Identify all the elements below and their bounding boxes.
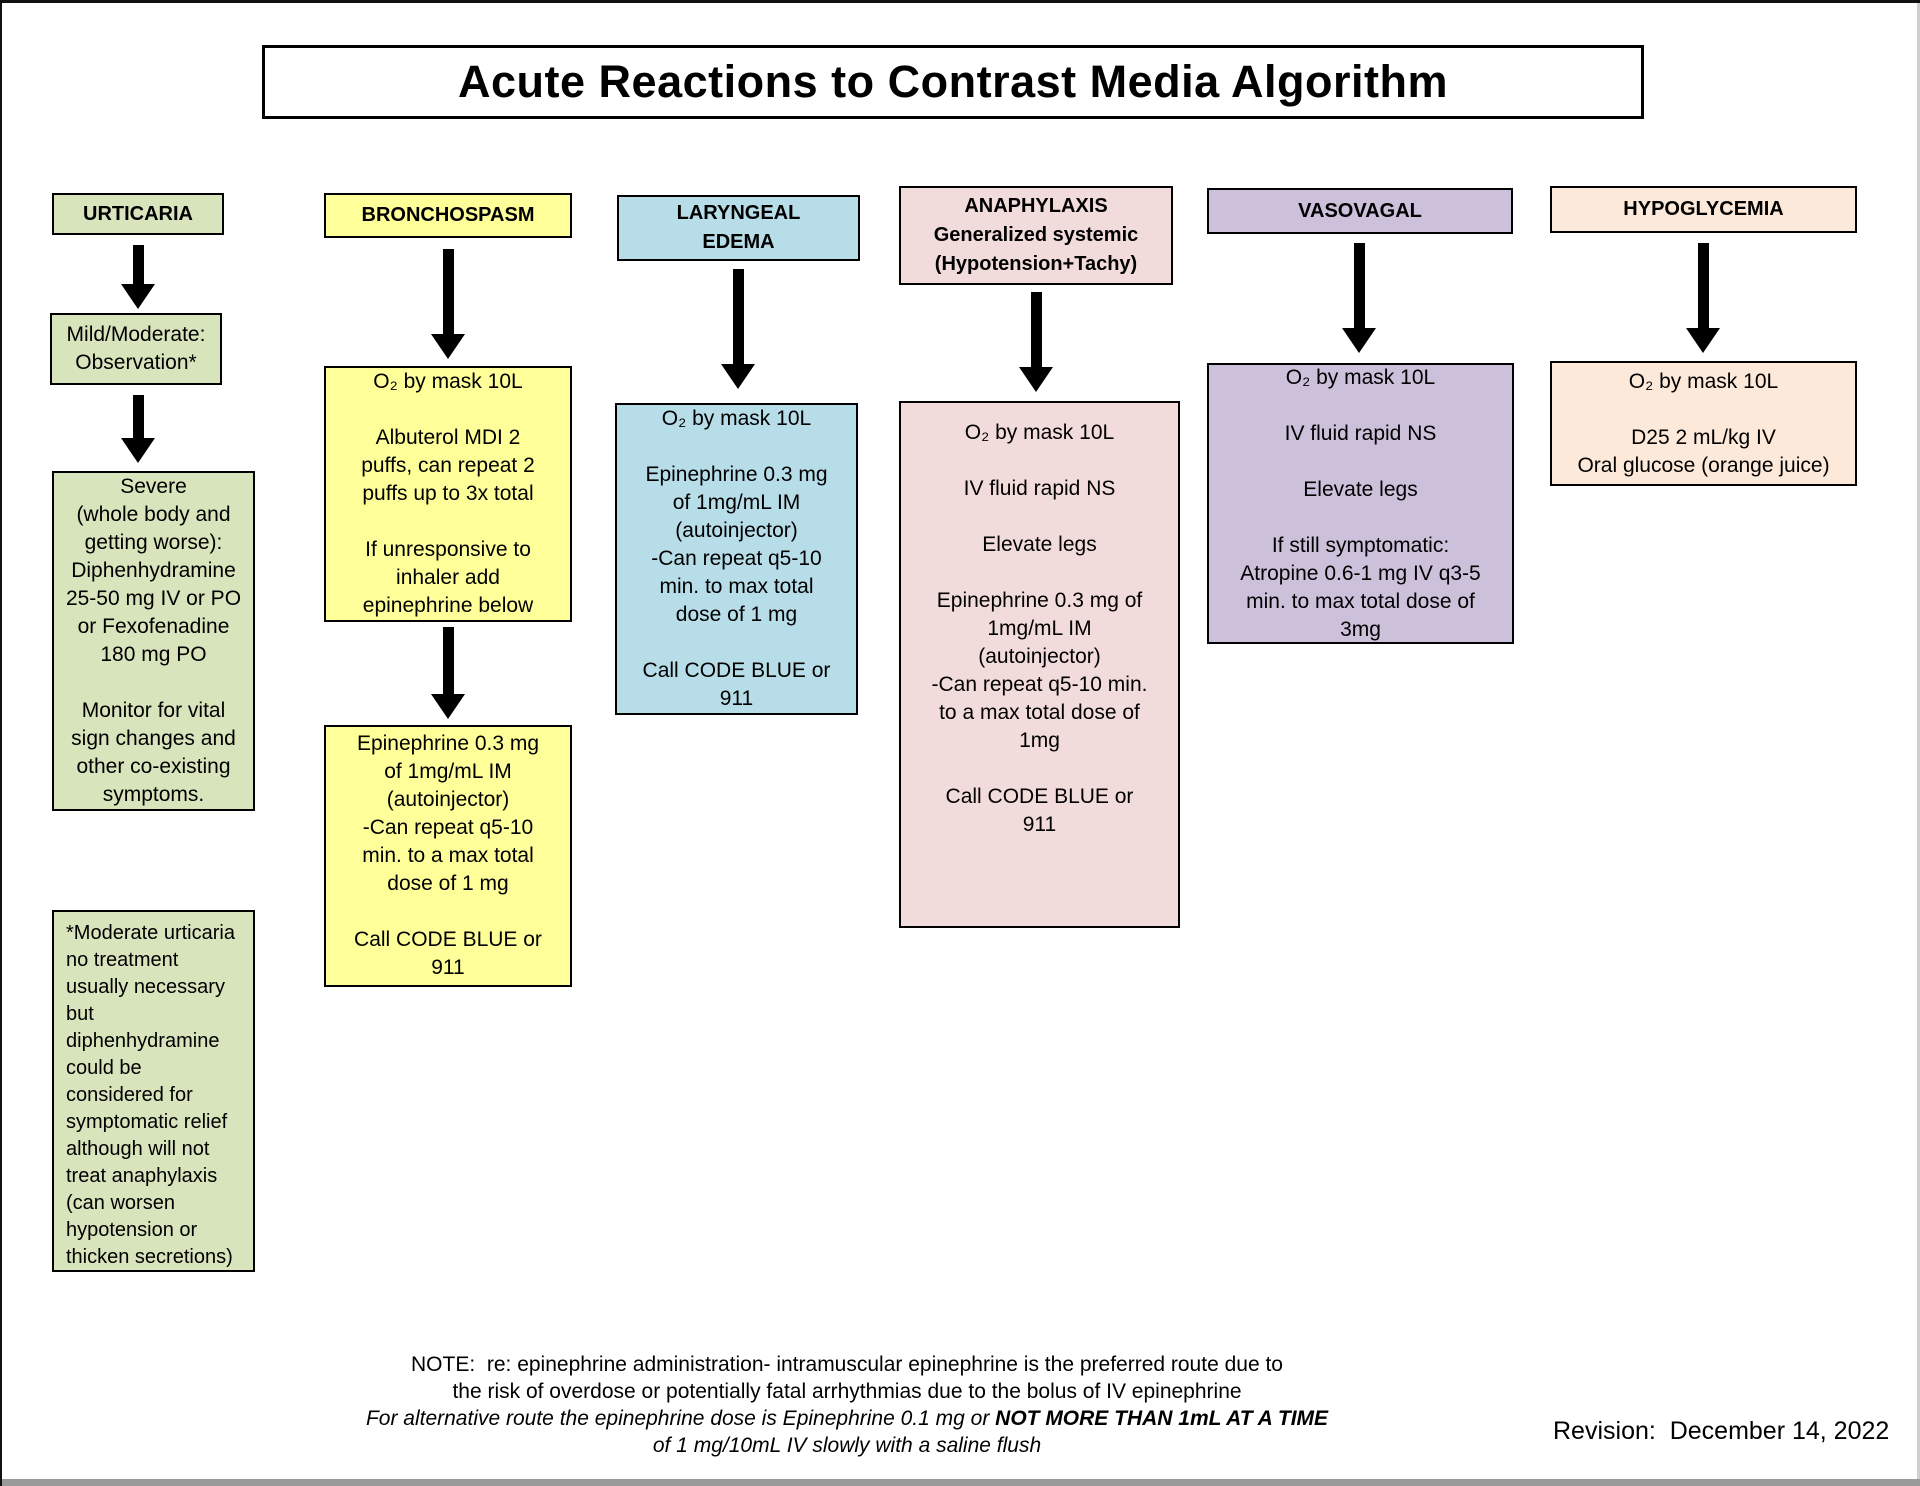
arrow-shaft (442, 249, 454, 334)
vasovagal-header-box: VASOVAGAL (1207, 188, 1513, 234)
arrow-shaft (442, 627, 454, 694)
arrow-head (1686, 328, 1720, 353)
hypoglycemia-header-box: HYPOGLYCEMIA (1550, 186, 1857, 233)
title-box: Acute Reactions to Contrast Media Algori… (262, 45, 1644, 119)
bronchospasm-epinephrine-text: Epinephrine 0.3 mg of 1mg/mL IM (autoinj… (354, 732, 542, 979)
arrow-head (431, 334, 465, 359)
down-arrow-icon (431, 249, 465, 359)
note-line-3-regular: For alternative route the epinephrine do… (365, 1407, 996, 1430)
note-line-1: NOTE: re: epinephrine administration- in… (411, 1353, 1283, 1376)
arrow-shaft (732, 269, 744, 364)
hypoglycemia-treatment-box: O₂ by mask 10L D25 2 mL/kg IV Oral gluco… (1550, 361, 1857, 486)
down-arrow-icon (721, 269, 755, 389)
urticaria-severe-text: Severe (whole body and getting worse): D… (65, 475, 242, 806)
urticaria-footnote-box: *Moderate urticaria no treatment usually… (52, 910, 255, 1272)
bronchospasm-epinephrine-box: Epinephrine 0.3 mg of 1mg/mL IM (autoinj… (324, 725, 572, 987)
anaphylaxis-treatment-text: O₂ by mask 10L IV fluid rapid NS Elevate… (931, 421, 1148, 836)
bronchospasm-treatment-box: O₂ by mask 10L Albuterol MDI 2 puffs, ca… (324, 366, 572, 622)
anaphylaxis-treatment-box: O₂ by mask 10L IV fluid rapid NS Elevate… (899, 401, 1180, 928)
urticaria-header-box: URTICARIA (52, 193, 224, 235)
laryngeal-edema-header-box: LARYNGEAL EDEMA (617, 195, 860, 261)
urticaria-severe-box: Severe (whole body and getting worse): D… (52, 471, 255, 811)
anaphylaxis-header-box: ANAPHYLAXIS Generalized systemic (Hypote… (899, 186, 1173, 285)
arrow-shaft (132, 245, 144, 284)
vasovagal-treatment-box: O₂ by mask 10L IV fluid rapid NS Elevate… (1207, 363, 1514, 644)
arrow-head (121, 284, 155, 309)
arrow-head (431, 694, 465, 719)
arrow-head (721, 364, 755, 389)
vasovagal-treatment-text: O₂ by mask 10L IV fluid rapid NS Elevate… (1240, 365, 1481, 641)
urticaria-footnote-text: *Moderate urticaria no treatment usually… (66, 922, 235, 1268)
note-line-4: of 1 mg/10mL IV slowly with a saline flu… (652, 1434, 1042, 1457)
urticaria-mild-box: Mild/Moderate: Observation* (50, 313, 222, 385)
urticaria-mild-text: Mild/Moderate: Observation* (66, 323, 206, 374)
down-arrow-icon (121, 245, 155, 309)
note-line-2: the risk of overdose or potentially fata… (452, 1380, 1242, 1403)
bronchospasm-header-box: BRONCHOSPASM (324, 193, 572, 238)
laryngeal-edema-treatment-text: O₂ by mask 10L Epinephrine 0.3 mg of 1mg… (642, 407, 831, 710)
revision-label: Revision: December 14, 2022 (1553, 1417, 1890, 1445)
hypoglycemia-treatment-text: O₂ by mask 10L D25 2 mL/kg IV Oral gluco… (1577, 369, 1830, 477)
laryngeal-edema-treatment-box: O₂ by mask 10L Epinephrine 0.3 mg of 1mg… (615, 403, 858, 715)
note-block: NOTE: re: epinephrine administration- in… (252, 1351, 1442, 1459)
arrow-shaft (132, 395, 144, 438)
arrow-head (1342, 328, 1376, 353)
arrow-head (121, 438, 155, 463)
down-arrow-icon (1019, 292, 1053, 392)
arrow-shaft (1697, 243, 1709, 328)
arrow-head (1019, 367, 1053, 392)
down-arrow-icon (1686, 243, 1720, 353)
down-arrow-icon (121, 395, 155, 463)
bronchospasm-treatment-text: O₂ by mask 10L Albuterol MDI 2 puffs, ca… (361, 370, 535, 617)
arrow-shaft (1353, 243, 1365, 328)
down-arrow-icon (1342, 243, 1376, 353)
note-line-3-bold: NOT MORE THAN 1mL AT A TIME (995, 1407, 1329, 1430)
down-arrow-icon (431, 627, 465, 719)
page-title: Acute Reactions to Contrast Media Algori… (458, 56, 1448, 107)
note-line-3: For alternative route the epinephrine do… (252, 1405, 1442, 1432)
arrow-shaft (1030, 292, 1042, 367)
